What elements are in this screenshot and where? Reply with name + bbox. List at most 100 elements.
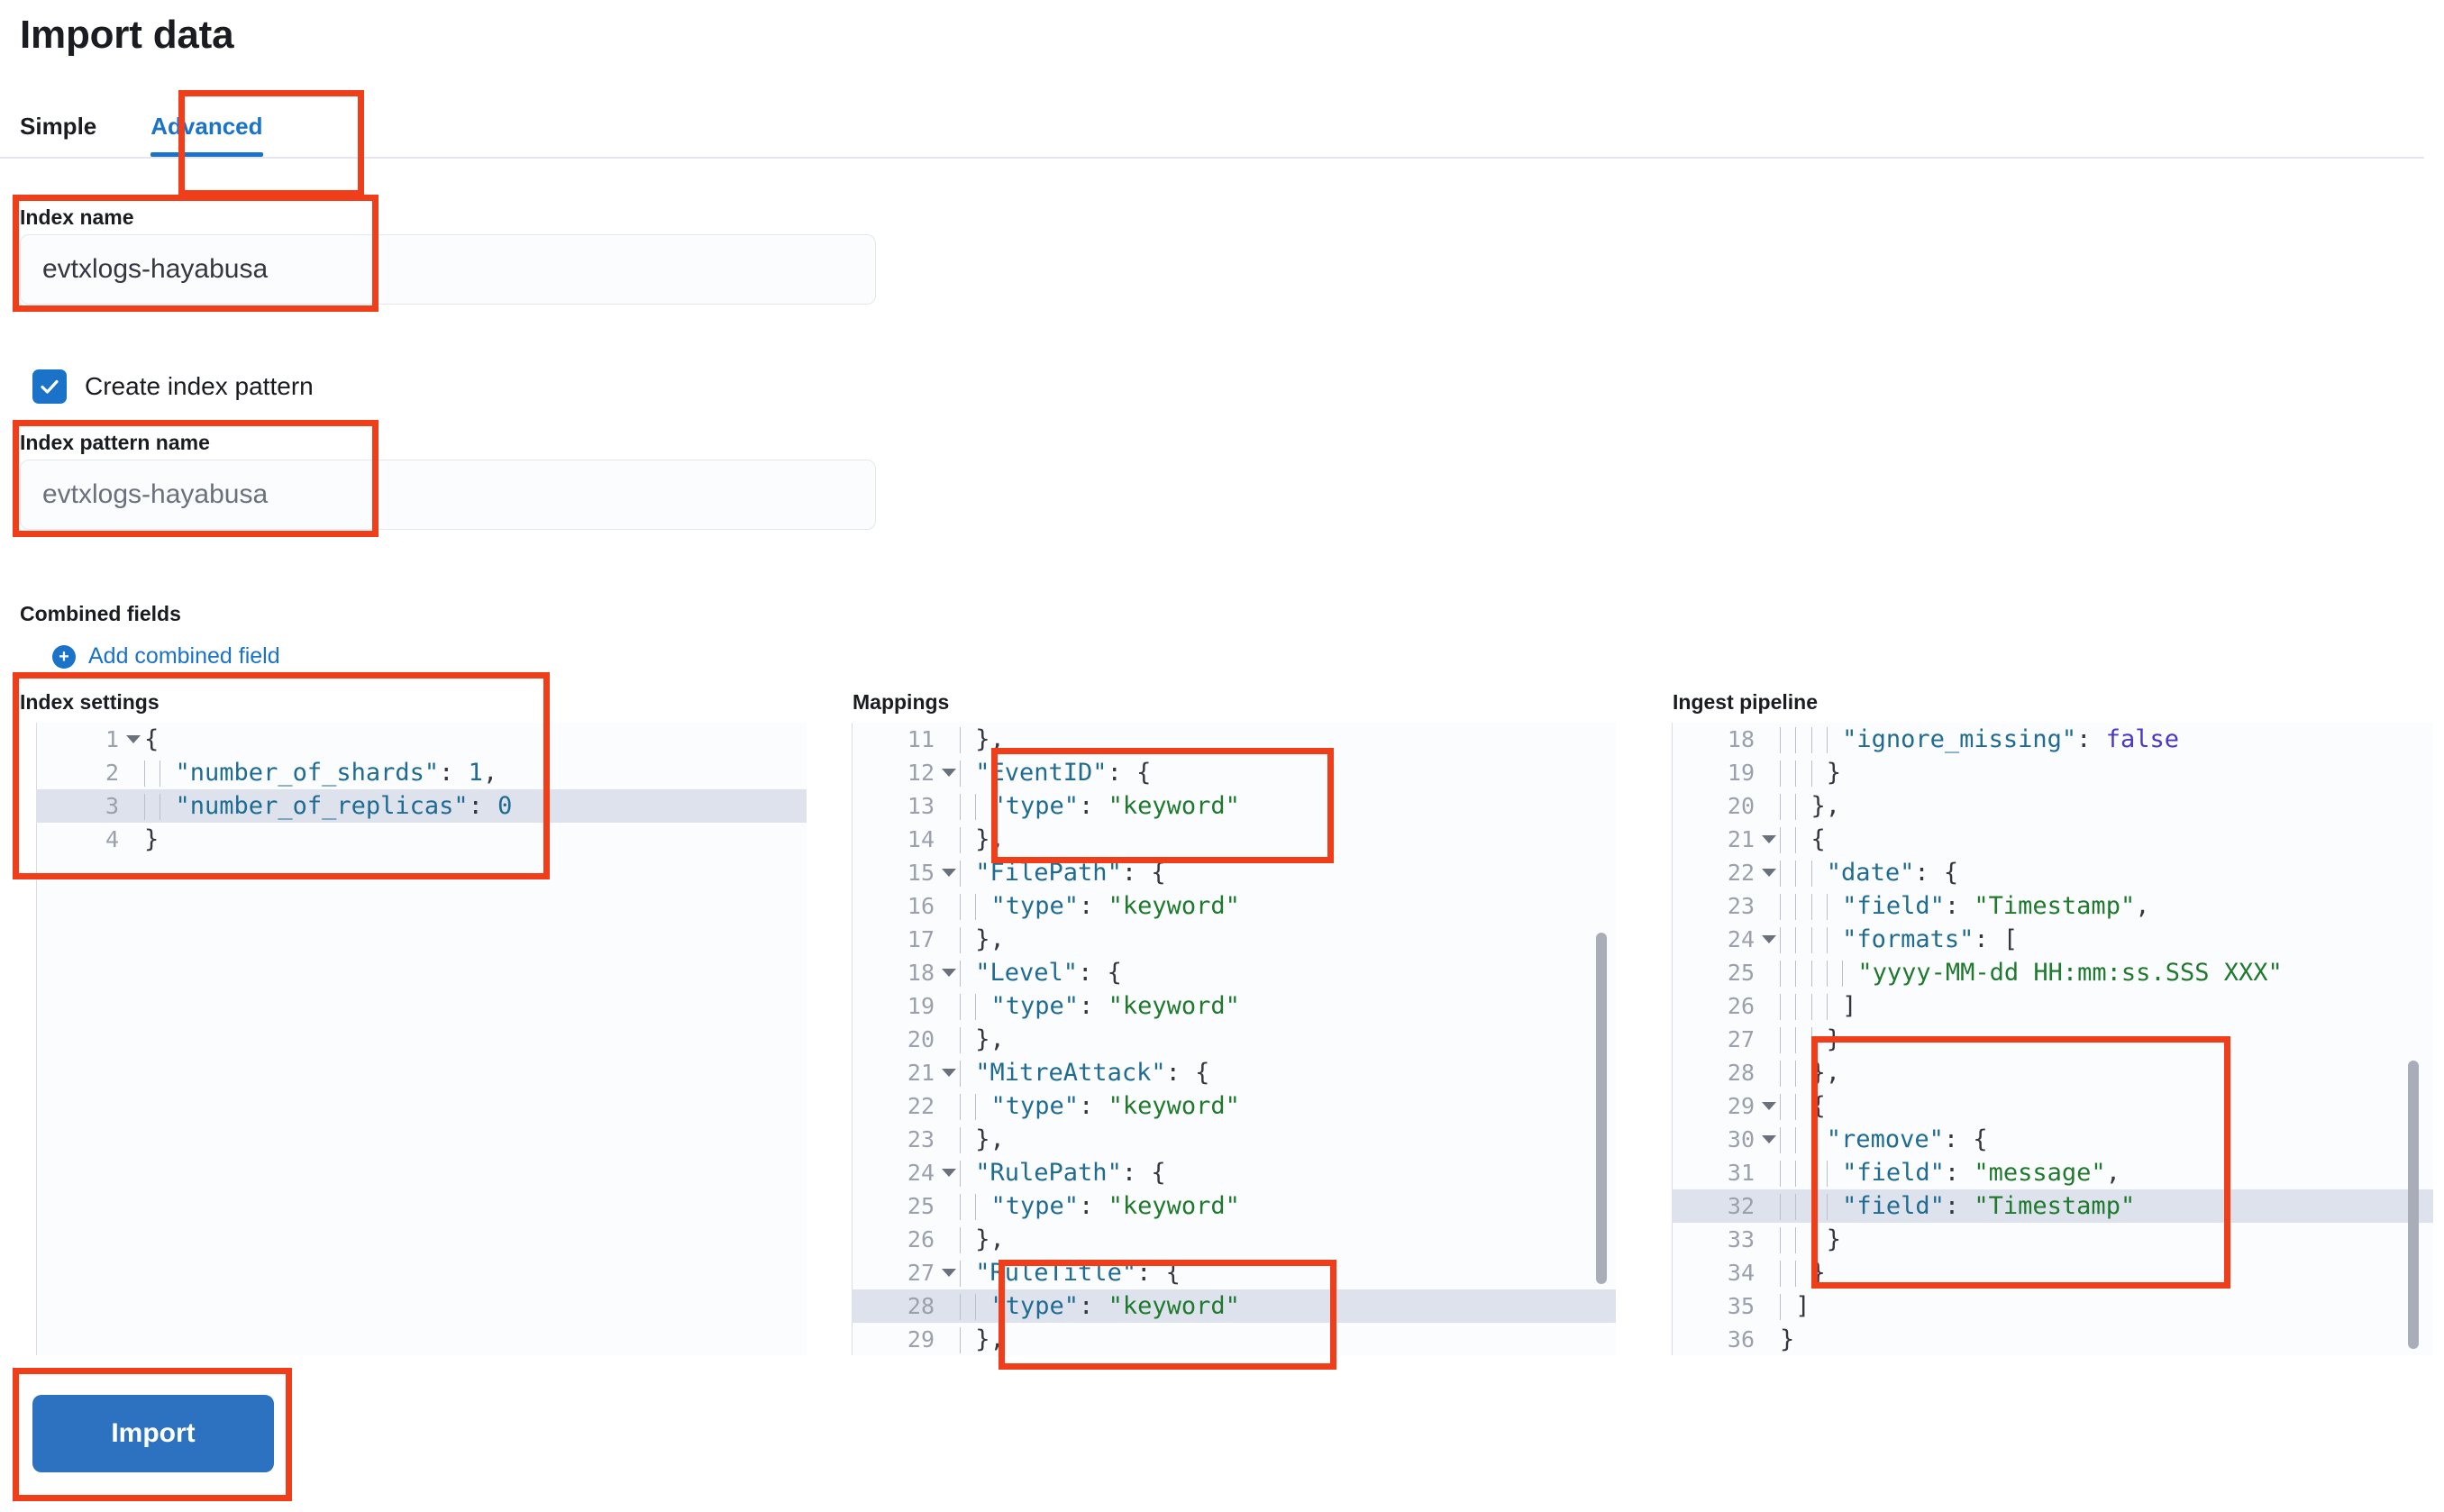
indent-guide [1810,861,1812,887]
code-line[interactable]: 35 ] [1672,1289,2433,1323]
code-line[interactable]: 29 { [1672,1089,2433,1123]
code-line[interactable]: 24 "RulePath": { [852,1156,1616,1189]
code-line[interactable]: 26 ] [1672,989,2433,1023]
code-line[interactable]: 4} [36,823,807,856]
indent-guide [1810,994,1812,1020]
checkbox-checked-icon[interactable] [32,369,67,404]
fold-caret-icon[interactable] [942,969,956,977]
line-number: 25 [1727,960,1755,986]
mappings-scrollbar[interactable] [1596,933,1607,1284]
code-line[interactable]: 12 "EventID": { [852,756,1616,789]
code-line[interactable]: 33 } [1672,1223,2433,1256]
tab-advanced[interactable]: Advanced [125,113,287,157]
code-text: } [1780,1223,2433,1256]
code-line[interactable]: 20 }, [1672,789,2433,823]
indent-guide [1810,1161,1812,1187]
code-line[interactable]: 27 "RuleTitle": { [852,1256,1616,1289]
code-text: "field": "Timestamp", [1780,889,2433,923]
indent-guide [1780,961,1781,987]
code-line[interactable]: 27 } [1672,1023,2433,1056]
indent-guide [960,1261,961,1287]
code-line[interactable]: 19 } [1672,756,2433,789]
line-number: 24 [1727,926,1755,952]
code-line[interactable]: 25 "type": "keyword" [852,1189,1616,1223]
fold-caret-icon[interactable] [942,1069,956,1077]
fold-caret-icon[interactable] [126,735,141,743]
code-line[interactable]: 34 } [1672,1256,2433,1289]
add-combined-field-button[interactable]: + Add combined field [52,643,280,669]
code-line[interactable]: 23 "field": "Timestamp", [1672,889,2433,923]
code-text: "remove": { [1780,1123,2433,1156]
fold-caret-icon[interactable] [942,1169,956,1177]
indent-guide [1780,1061,1781,1087]
code-line[interactable]: 31 "field": "message", [1672,1156,2433,1189]
fold-caret-icon[interactable] [1762,1135,1776,1143]
line-number: 12 [907,760,935,786]
code-line[interactable]: 14 }, [852,823,1616,856]
code-text: "type": "keyword" [960,989,1616,1023]
code-line[interactable]: 16 "type": "keyword" [852,889,1616,923]
fold-caret-icon[interactable] [942,869,956,877]
indent-guide [975,1294,977,1320]
code-line[interactable]: 22 "date": { [1672,856,2433,889]
indent-guide [960,727,961,753]
indent-guide [1795,1227,1797,1253]
fold-caret-icon[interactable] [1762,1102,1776,1110]
code-text: }, [960,823,1616,856]
fold-caret-icon[interactable] [1762,835,1776,843]
code-line[interactable]: 2 "number_of_shards": 1, [36,756,807,789]
code-line[interactable]: 25 "yyyy-MM-dd HH:mm:ss.SSS XXX" [1672,956,2433,989]
indent-guide [975,894,977,920]
index-pattern-name-input[interactable]: evtxlogs-hayabusa [20,460,876,530]
fold-caret-icon[interactable] [1762,869,1776,877]
code-line[interactable]: 3 "number_of_replicas": 0 [36,789,807,823]
code-line[interactable]: 28 }, [1672,1056,2433,1089]
code-line[interactable]: 15 "FilePath": { [852,856,1616,889]
code-text: "date": { [1780,856,2433,889]
fold-caret-icon[interactable] [1762,935,1776,943]
indent-guide [960,1227,961,1253]
code-text: { [144,725,160,753]
create-index-pattern-row[interactable]: Create index pattern [32,369,314,404]
code-line[interactable]: 24 "formats": [ [1672,923,2433,956]
indent-guide [960,1194,961,1220]
index-settings-editor[interactable]: 1{2 "number_of_shards": 1,3 "number_of_r… [36,723,807,1355]
tab-simple[interactable]: Simple [20,113,97,140]
code-line[interactable]: 20 }, [852,1023,1616,1056]
line-number: 4 [105,826,119,852]
ingest-pipeline-scrollbar[interactable] [2408,1061,2419,1349]
index-name-input[interactable]: evtxlogs-hayabusa [20,234,876,305]
code-line[interactable]: 32 "field": "Timestamp" [1672,1189,2433,1223]
code-line[interactable]: 1{ [36,723,807,756]
indent-guide [1795,927,1797,953]
line-number: 30 [1727,1126,1755,1152]
code-line[interactable]: 18 "Level": { [852,956,1616,989]
indent-guide [960,761,961,787]
code-line[interactable]: 36} [1672,1323,2433,1355]
line-number: 25 [907,1193,935,1219]
import-button[interactable]: Import [32,1395,274,1472]
code-line[interactable]: 19 "type": "keyword" [852,989,1616,1023]
fold-caret-icon[interactable] [942,769,956,777]
mappings-editor[interactable]: 11 },12 "EventID": {13 "type": "keyword"… [852,723,1616,1355]
code-line[interactable]: 28 "type": "keyword" [852,1289,1616,1323]
code-text: "ignore_missing": false [1780,723,2433,756]
code-line[interactable]: 11 }, [852,723,1616,756]
code-line[interactable]: 17 }, [852,923,1616,956]
code-line[interactable]: 30 "remove": { [1672,1123,2433,1156]
code-line[interactable]: 26 }, [852,1223,1616,1256]
code-line[interactable]: 13 "type": "keyword" [852,789,1616,823]
code-line[interactable]: 18 "ignore_missing": false [1672,723,2433,756]
code-line[interactable]: 21 "MitreAttack": { [852,1056,1616,1089]
line-number: 2 [105,760,119,786]
code-line[interactable]: 23 }, [852,1123,1616,1156]
code-line[interactable]: 21 { [1672,823,2433,856]
line-number: 13 [907,793,935,819]
code-text: }, [960,1123,1616,1156]
code-line[interactable]: 29 }, [852,1323,1616,1355]
code-line[interactable]: 22 "type": "keyword" [852,1089,1616,1123]
fold-caret-icon[interactable] [942,1269,956,1277]
indent-guide [960,861,961,887]
code-text: }, [1780,1056,2433,1089]
